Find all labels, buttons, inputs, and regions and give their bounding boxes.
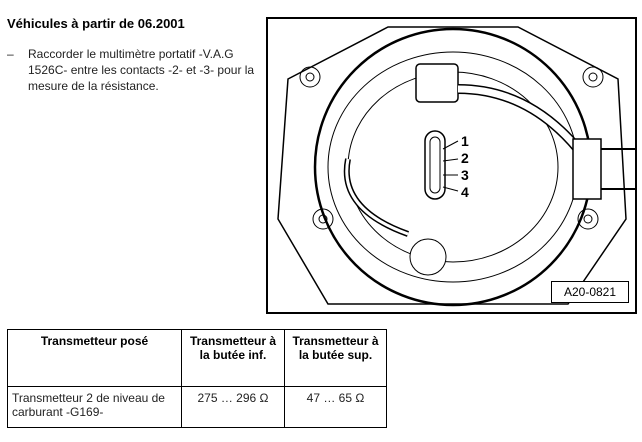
fuel-sender-diagram: 1 2 3 4 A20-0821 xyxy=(266,17,637,314)
pin-label-1: 1 xyxy=(461,133,469,149)
pin-label-3: 3 xyxy=(461,167,469,183)
figure-reference: A20-0821 xyxy=(551,281,629,303)
section-heading: Véhicules à partir de 06.2001 xyxy=(7,16,185,31)
header-cell: Transmetteur posé xyxy=(7,329,182,387)
diagram-drawing: 1 2 3 4 xyxy=(277,26,635,307)
resistance-table: Transmetteur posé Transmetteur à la buté… xyxy=(7,329,387,428)
component-cell: Transmetteur 2 de niveau de carburant -G… xyxy=(7,386,182,428)
table-header-row: Transmetteur posé Transmetteur à la buté… xyxy=(7,329,387,387)
header-cell: Transmetteur à la butée inf. xyxy=(181,329,285,387)
step-text: Raccorder le multimètre portatif -V.A.G … xyxy=(28,47,255,93)
header-cell: Transmetteur à la butée sup. xyxy=(284,329,387,387)
upper-stop-value: 47 … 65 Ω xyxy=(284,386,387,428)
table-row: Transmetteur 2 de niveau de carburant -G… xyxy=(7,386,387,428)
pin-label-2: 2 xyxy=(461,150,469,166)
lower-stop-value: 275 … 296 Ω xyxy=(181,386,285,428)
step-bullet: – xyxy=(7,47,14,61)
pin-label-4: 4 xyxy=(461,184,469,200)
